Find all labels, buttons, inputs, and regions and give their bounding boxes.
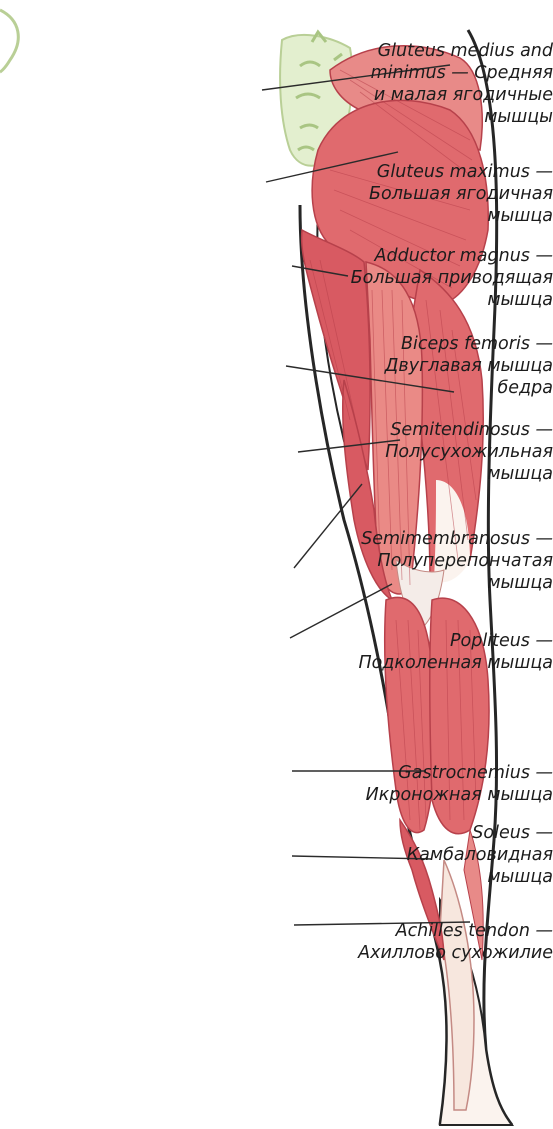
label-line: Икроножная мышца: [266, 784, 553, 806]
label-gluteus-maximus: Gluteus maximus — Большая ягодичная мышц…: [291, 161, 553, 227]
label-latin: Gluteus maximus —: [291, 161, 553, 183]
label-line: мышца: [266, 866, 553, 888]
label-line: Полуперепончатая: [263, 550, 553, 572]
label-line: Большая ягодичная: [291, 183, 553, 205]
label-line: minimus — Средняя: [295, 62, 553, 84]
label-line: мышца: [291, 205, 553, 227]
label-adductor-magnus: Adductor magnus — Большая приводящая мыш…: [273, 245, 553, 311]
label-latin: Gastrocnemius —: [266, 762, 553, 784]
label-latin: Achilles tendon —: [263, 920, 553, 942]
label-line: Полусухожильная: [271, 441, 553, 463]
label-line: мышцы: [295, 106, 553, 128]
label-gluteus-medius: Gluteus medius and minimus — Средняя и м…: [295, 40, 553, 128]
label-line: Ахиллово сухожилие: [263, 942, 553, 964]
label-semitendinosus: Semitendinosus — Полусухожильная мышца: [271, 419, 553, 485]
label-latin: Adductor magnus —: [273, 245, 553, 267]
label-latin: Semitendinosus —: [271, 419, 553, 441]
label-latin: Gluteus medius and: [295, 40, 553, 62]
label-line: Подколенная мышца: [268, 652, 553, 674]
label-line: бедра: [271, 377, 553, 399]
label-semimembranosus: Semimembranosus — Полуперепончатая мышца: [263, 528, 553, 594]
label-line: Двуглавая мышца: [271, 355, 553, 377]
label-latin: Popliteus —: [268, 630, 553, 652]
label-line: и малая ягодичные: [295, 84, 553, 106]
label-line: мышца: [263, 572, 553, 594]
label-latin: Soleus —: [266, 822, 553, 844]
label-popliteus: Popliteus — Подколенная мышца: [268, 630, 553, 674]
label-line: Камбаловидная: [266, 844, 553, 866]
label-achilles-tendon: Achilles tendon — Ахиллово сухожилие: [263, 920, 553, 964]
iliac-crest: [0, 10, 18, 72]
label-soleus: Soleus — Камбаловидная мышца: [266, 822, 553, 888]
label-biceps-femoris: Biceps femoris — Двуглавая мышца бедра: [271, 333, 553, 399]
label-latin: Semimembranosus —: [263, 528, 553, 550]
label-latin: Biceps femoris —: [271, 333, 553, 355]
label-line: мышца: [273, 289, 553, 311]
label-line: мышца: [271, 463, 553, 485]
label-line: Большая приводящая: [273, 267, 553, 289]
label-gastrocnemius: Gastrocnemius — Икроножная мышца: [266, 762, 553, 806]
